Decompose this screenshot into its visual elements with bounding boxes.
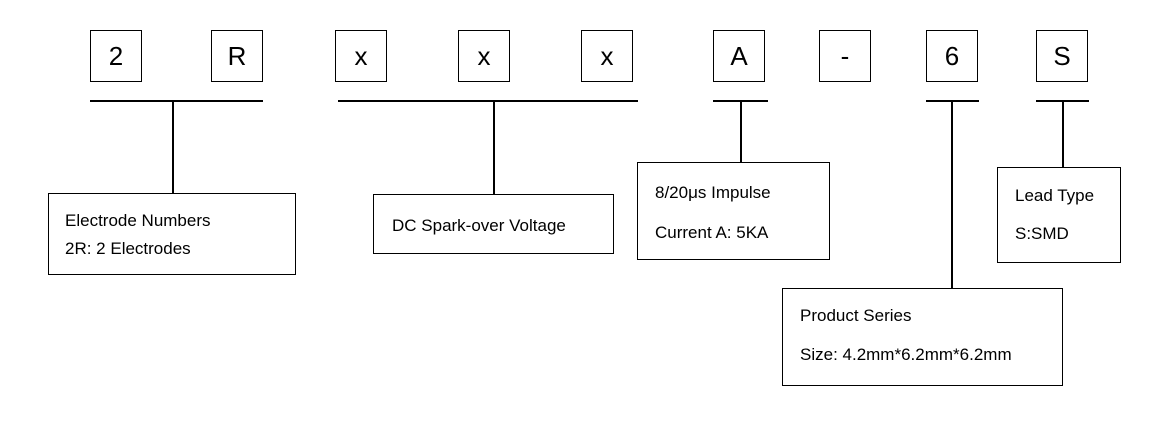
voltage-description-title: DC Spark-over Voltage (392, 216, 566, 235)
connector-impulse (740, 100, 742, 162)
code-box-electrode-count: 2 (90, 30, 142, 82)
electrode-description-detail: 2R: 2 Electrodes (65, 239, 191, 258)
lead-description-title: Lead Type (1015, 186, 1095, 205)
connector-electrode (172, 100, 174, 193)
connector-voltage (493, 100, 495, 194)
connector-lead (1062, 100, 1064, 167)
bracket-electrode (90, 100, 263, 102)
code-box-electrode-type: R (211, 30, 263, 82)
connector-series (951, 100, 953, 288)
electrode-description-box: Electrode Numbers 2R: 2 Electrodes (48, 193, 296, 275)
code-box-voltage-digit-1: x (335, 30, 387, 82)
impulse-description-title: 8/20μs Impulse (655, 183, 771, 202)
code-box-impulse-current: A (713, 30, 765, 82)
code-box-lead-type: S (1036, 30, 1088, 82)
lead-description-detail: S:SMD (1015, 224, 1069, 243)
code-box-product-series: 6 (926, 30, 978, 82)
impulse-description-detail: Current A: 5KA (655, 223, 769, 242)
series-description-title: Product Series (800, 306, 912, 325)
impulse-description-box: 8/20μs Impulse Current A: 5KA (637, 162, 830, 260)
lead-description-box: Lead Type S:SMD (997, 167, 1121, 263)
series-description-detail: Size: 4.2mm*6.2mm*6.2mm (800, 345, 1012, 364)
code-box-voltage-digit-3: x (581, 30, 633, 82)
series-description-box: Product Series Size: 4.2mm*6.2mm*6.2mm (782, 288, 1063, 386)
bracket-voltage (338, 100, 638, 102)
code-box-voltage-digit-2: x (458, 30, 510, 82)
code-box-dash: - (819, 30, 871, 82)
electrode-description-title: Electrode Numbers (65, 211, 211, 230)
voltage-description-box: DC Spark-over Voltage (373, 194, 614, 254)
